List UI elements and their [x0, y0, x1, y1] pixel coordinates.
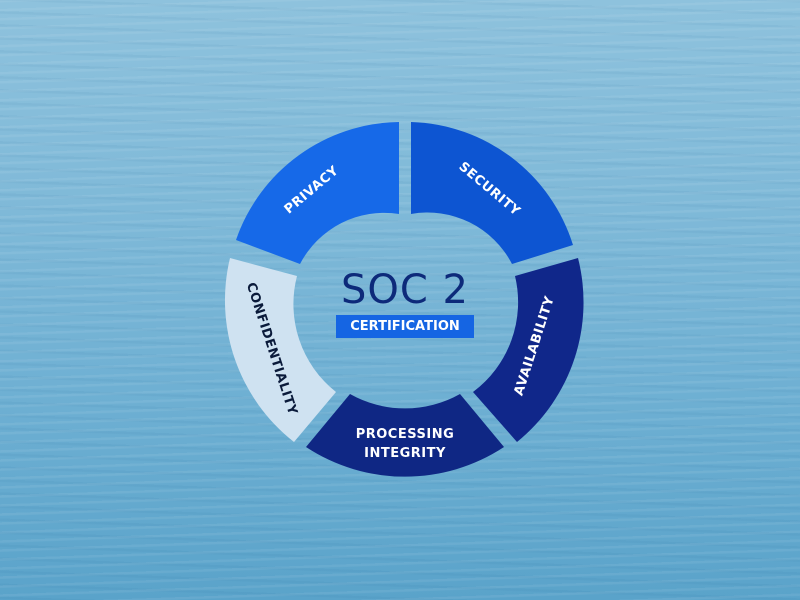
label-integrity: INTEGRITY — [364, 446, 446, 461]
segment-confidentiality — [224, 258, 336, 442]
segment-processing-integrity — [306, 394, 504, 477]
diagram-title: SOC 2 — [341, 267, 469, 313]
segment-availability — [473, 258, 584, 442]
label-processing: PROCESSING — [356, 427, 455, 442]
segment-privacy — [236, 122, 399, 264]
certification-badge: CERTIFICATION — [336, 315, 474, 338]
segment-security — [411, 122, 573, 264]
